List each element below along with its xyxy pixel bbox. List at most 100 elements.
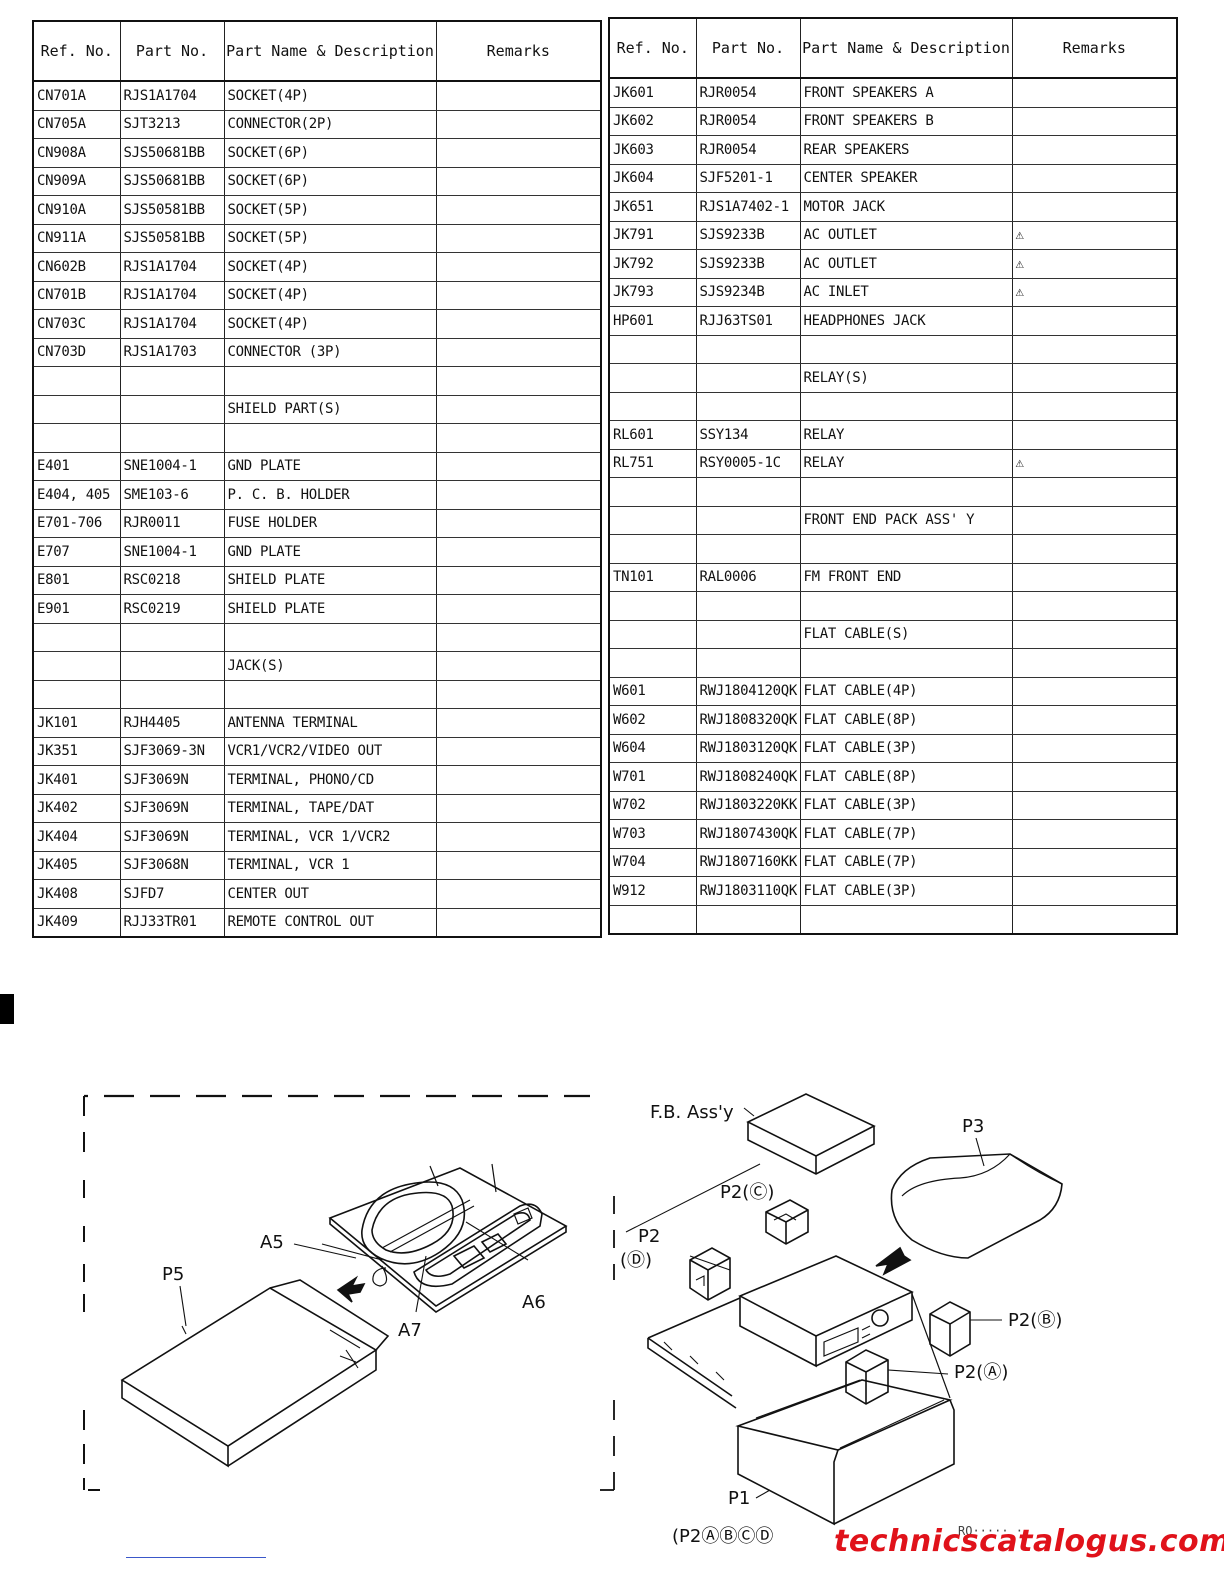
description-cell: TERMINAL, TAPE/DAT [223,794,436,823]
label-p3: P3 [962,1116,984,1137]
ref-no-cell: JK408 [33,879,120,909]
table-row [609,591,1177,621]
section-marker [0,994,14,1024]
remarks-cell: ⚠ [1011,249,1177,279]
ref-no-cell [609,905,696,935]
part-no-cell: SJF5201-1 [695,164,800,193]
description-cell: RELAY(S) [799,363,1012,393]
ref-no-cell [33,680,120,709]
remarks-cell [435,110,601,139]
part-no-cell: RWJ1808240QK [695,762,800,792]
remarks-cell [435,794,601,823]
ref-no-cell: CN910A [33,195,120,225]
table-row: SHIELD PART(S) [33,395,601,424]
remarks-cell: ⚠ [1011,221,1177,250]
ref-no-cell: W704 [609,848,696,877]
part-no-cell: SJF3069N [119,765,224,795]
part-no-cell: RJJ33TR01 [119,908,224,938]
label-p2-d-bottom: (Ⓓ) [620,1250,652,1271]
remarks-cell [435,737,601,766]
description-cell: P. C. B. HOLDER [223,480,436,510]
part-no-cell: RJJ63TS01 [695,306,800,336]
p1-carton [647,1293,955,1526]
description-cell: SHIELD PLATE [223,594,436,624]
ref-no-cell: JK791 [609,221,696,250]
part-no-cell: SJS50681BB [119,138,224,168]
table-row: JACK(S) [33,651,601,681]
ref-no-cell [33,366,120,396]
ref-no-cell [609,506,696,535]
part-no-cell [119,651,224,681]
table-header-row: Ref. No. Part No. Part Name & Descriptio… [33,21,601,82]
ref-no-cell: RL751 [609,449,696,478]
part-no-cell: RJS1A1704 [119,252,224,282]
remarks-cell [435,195,601,225]
description-cell: JACK(S) [223,651,436,681]
description-cell: AC OUTLET [799,249,1012,279]
part-no-cell [695,534,800,564]
ref-no-cell [609,591,696,621]
label-p1: P1 [728,1488,750,1509]
left-parts-table: Ref. No. Part No. Part Name & Descriptio… [32,20,602,938]
leader-lines [179,1163,1002,1499]
description-cell: SOCKET(4P) [223,81,436,111]
table-row: FLAT CABLE(S) [609,620,1177,649]
header-remarks: Remarks [1011,18,1177,79]
remarks-cell [1011,107,1177,136]
ref-no-cell: W604 [609,734,696,763]
remarks-cell [435,452,601,481]
remarks-cell [435,879,601,909]
ref-no-cell: W602 [609,705,696,735]
table-row [609,905,1177,935]
ref-no-cell: E901 [33,594,120,624]
description-cell: GND PLATE [223,537,436,567]
remarks-cell [1011,734,1177,763]
description-cell: SOCKET(5P) [223,224,436,253]
remarks-cell [435,224,601,253]
remarks-cell [1011,791,1177,820]
ref-no-cell: JK601 [609,78,696,108]
part-no-cell: SJS9233B [695,249,800,279]
description-cell: AC OUTLET [799,221,1012,250]
remarks-cell [435,765,601,795]
part-no-cell [119,623,224,652]
part-no-cell: RWJ1803220KK [695,791,800,820]
description-cell: FRONT SPEAKERS A [799,78,1012,108]
part-no-cell: RJS1A1704 [119,281,224,310]
description-cell [799,335,1012,364]
description-cell: FUSE HOLDER [223,509,436,538]
part-no-cell: SSY134 [695,420,800,450]
remarks-cell [435,908,601,938]
part-no-cell [119,423,224,453]
description-cell: FLAT CABLE(4P) [799,677,1012,706]
part-no-cell: RWJ1804120QK [695,677,800,706]
label-p2-b: P2(Ⓑ) [1008,1310,1062,1331]
part-no-cell [695,335,800,364]
label-a6: A6 [522,1292,546,1313]
ref-no-cell [609,620,696,649]
ref-no-cell: W601 [609,677,696,706]
part-no-cell: RSY0005-1C [695,449,800,478]
remarks-cell [435,537,601,567]
part-no-cell [119,366,224,396]
table-row [609,392,1177,421]
description-cell: RELAY [799,420,1012,450]
ref-no-cell: TN101 [609,563,696,592]
part-no-cell: RWJ1807430QK [695,819,800,849]
part-no-cell: SME103-6 [119,480,224,510]
description-cell: FLAT CABLE(S) [799,620,1012,649]
description-cell: SHIELD PART(S) [223,395,436,424]
ref-no-cell [609,534,696,564]
description-cell: SOCKET(4P) [223,309,436,339]
accessory-frame [83,1094,615,1491]
